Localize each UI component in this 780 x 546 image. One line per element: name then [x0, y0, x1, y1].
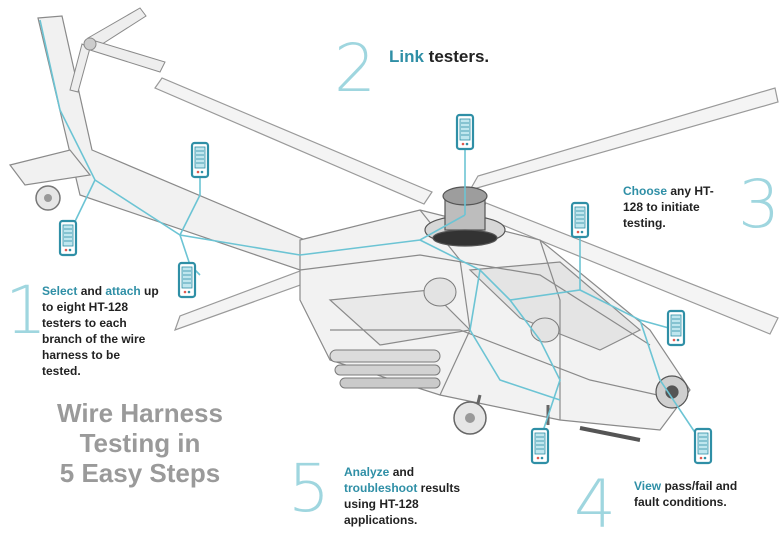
step-number-3: 3	[738, 166, 780, 243]
step-number-5: 5	[288, 450, 330, 527]
landing-gear	[453, 394, 550, 435]
step-keyword: Analyze	[344, 465, 390, 479]
step-text-3: Choose any HT-128 to initiate testing.	[623, 183, 733, 231]
page-title: Wire Harness Testing in 5 Easy Steps	[40, 398, 240, 488]
tail-boom	[8, 15, 306, 271]
step-text-part: and	[389, 465, 415, 479]
step-text-2: Link testers.	[389, 47, 529, 67]
nose-sensor	[579, 375, 689, 442]
tester-device-icon	[190, 141, 210, 179]
wire-harness	[39, 19, 701, 441]
tester-device-icon	[455, 113, 475, 151]
step-keyword: Link	[389, 47, 424, 66]
tester-device-icon	[570, 201, 590, 239]
tail-wheel	[35, 185, 61, 211]
tail-rotor	[69, 7, 166, 93]
step-keyword: View	[634, 479, 662, 493]
fuselage	[299, 209, 691, 431]
step-text-part: pass/fail and fault conditions.	[634, 479, 738, 509]
step-number-2: 2	[334, 30, 376, 107]
weapon-pods	[329, 277, 560, 389]
step-keyword: Choose	[623, 184, 668, 198]
step-text-part: and	[77, 284, 106, 298]
tester-device-icon	[530, 427, 550, 465]
step-text-4: View pass/fail and fault conditions.	[634, 478, 744, 510]
tester-device-icon	[177, 261, 197, 299]
step-text-part: up to eight HT-128 testers to each branc…	[42, 284, 159, 378]
title-line-2: Testing in	[79, 428, 201, 458]
step-text-1: Select and attach up to eight HT-128 tes…	[42, 283, 160, 379]
step-text-part: testers.	[423, 47, 490, 66]
tester-device-icon	[666, 309, 686, 347]
step-keyword: Select	[42, 284, 78, 298]
step-keyword: attach	[105, 284, 141, 298]
step-number-4: 4	[574, 466, 616, 543]
step-number-1: 1	[5, 272, 47, 349]
step-text-part: results using HT-128 applications.	[344, 481, 461, 527]
title-line-3: 5 Easy Steps	[59, 458, 221, 488]
step-text-part: any HT-128 to initiate testing.	[623, 184, 714, 230]
title-line-1: Wire Harness	[57, 398, 223, 428]
tester-device-icon	[693, 427, 713, 465]
step-text-5: Analyze and troubleshoot results using H…	[344, 464, 468, 528]
tester-device-icon	[58, 219, 78, 257]
step-keyword: troubleshoot	[344, 481, 418, 495]
